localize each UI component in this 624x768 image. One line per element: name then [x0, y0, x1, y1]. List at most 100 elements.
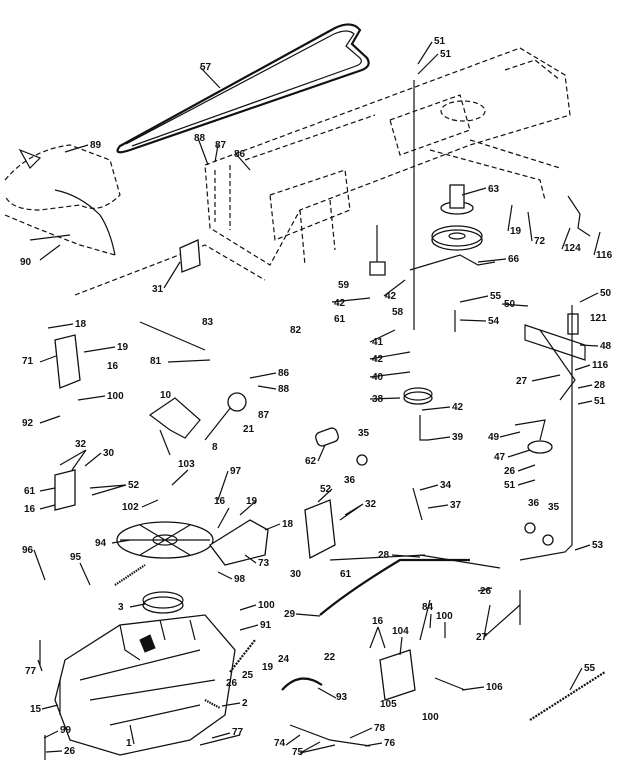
washer-36b	[524, 522, 536, 534]
callout-32: 32	[75, 439, 87, 450]
callout-99: 99	[60, 725, 72, 736]
callout-16: 16	[372, 616, 384, 627]
lever-124	[567, 195, 591, 237]
callout-61: 61	[334, 314, 346, 325]
callout-54: 54	[488, 316, 500, 327]
callout-57: 57	[200, 62, 212, 73]
callout-53: 53	[592, 540, 604, 551]
callout-labels: 57 89 88 87 86 90 31 51 51 63 19 72 124 …	[20, 36, 613, 758]
callout-48: 48	[600, 341, 612, 352]
callout-10: 10	[160, 390, 172, 401]
callout-16: 16	[214, 496, 226, 507]
callout-29: 29	[284, 609, 296, 620]
callout-19: 19	[246, 496, 258, 507]
callout-90: 90	[20, 257, 32, 268]
callout-91: 91	[260, 620, 272, 631]
shift-rod	[139, 321, 206, 351]
callout-100: 100	[422, 712, 439, 723]
callout-19: 19	[262, 662, 274, 673]
callout-18: 18	[282, 519, 294, 530]
callout-19: 19	[117, 342, 129, 353]
callout-18: 18	[75, 319, 87, 330]
callout-86: 86	[278, 368, 290, 379]
callout-41: 41	[372, 337, 384, 348]
callout-34: 34	[440, 480, 452, 491]
callout-58: 58	[392, 307, 404, 318]
callout-83: 83	[202, 317, 214, 328]
callout-87: 87	[215, 140, 227, 151]
callout-100: 100	[107, 391, 124, 402]
callout-52: 52	[320, 484, 332, 495]
callout-81: 81	[150, 356, 162, 367]
pulley-large	[431, 225, 483, 251]
callout-47: 47	[494, 452, 506, 463]
callout-15: 15	[30, 704, 42, 715]
callout-102: 102	[122, 502, 139, 513]
bracket-30	[304, 499, 336, 560]
pulley-3	[142, 591, 184, 614]
callout-84: 84	[422, 602, 434, 613]
callout-87: 87	[258, 410, 270, 421]
callout-51: 51	[440, 49, 452, 60]
spring-2	[204, 699, 221, 709]
callout-36: 36	[344, 475, 356, 486]
callout-95: 95	[70, 552, 82, 563]
callout-16: 16	[24, 504, 36, 515]
callout-2: 2	[242, 698, 248, 709]
callout-104: 104	[392, 626, 409, 637]
pulley-47	[514, 419, 553, 454]
callout-22: 22	[324, 652, 336, 663]
callout-32: 32	[365, 499, 377, 510]
callout-26: 26	[504, 466, 516, 477]
callout-77: 77	[232, 727, 244, 738]
bolt-39	[419, 415, 428, 441]
transaxle	[54, 614, 236, 756]
callout-3: 3	[118, 602, 124, 613]
callout-77: 77	[25, 666, 37, 677]
callout-35: 35	[358, 428, 370, 439]
leader-lines	[33, 41, 601, 754]
callout-94: 94	[95, 538, 107, 549]
callout-71: 71	[22, 356, 34, 367]
callout-96: 96	[22, 545, 34, 556]
callout-59: 59	[338, 280, 350, 291]
callout-93: 93	[336, 692, 348, 703]
callout-8: 8	[212, 442, 218, 453]
callout-28: 28	[594, 380, 606, 391]
callout-38: 38	[372, 394, 384, 405]
callout-72: 72	[534, 236, 546, 247]
callout-55: 55	[490, 291, 502, 302]
callout-51: 51	[594, 396, 606, 407]
callout-74: 74	[274, 738, 286, 749]
callout-42: 42	[334, 298, 346, 309]
callout-106: 106	[486, 682, 503, 693]
callout-21: 21	[243, 424, 255, 435]
control-rod-line	[74, 244, 266, 296]
callout-28: 28	[378, 550, 390, 561]
callout-27: 27	[516, 376, 528, 387]
callout-98: 98	[234, 574, 246, 585]
callout-16: 16	[107, 361, 119, 372]
pulley-63	[440, 184, 474, 215]
callout-26: 26	[64, 746, 76, 757]
drive-belt	[116, 23, 370, 154]
callout-88: 88	[278, 384, 290, 395]
callout-35: 35	[548, 502, 560, 513]
callout-27: 27	[476, 632, 488, 643]
callout-92: 92	[22, 418, 34, 429]
bracket-73	[209, 519, 269, 566]
callout-25: 25	[242, 670, 254, 681]
callout-116: 116	[596, 250, 613, 261]
callout-51: 51	[504, 480, 516, 491]
washer-35b	[542, 534, 554, 546]
spring-25	[229, 639, 256, 673]
callout-116: 116	[592, 360, 609, 371]
hose-93	[281, 677, 323, 691]
callout-86: 86	[234, 149, 246, 160]
callout-121: 121	[590, 313, 607, 324]
callout-40: 40	[372, 372, 384, 383]
spring-95	[114, 564, 146, 586]
callout-82: 82	[290, 325, 302, 336]
callout-36: 36	[528, 498, 540, 509]
